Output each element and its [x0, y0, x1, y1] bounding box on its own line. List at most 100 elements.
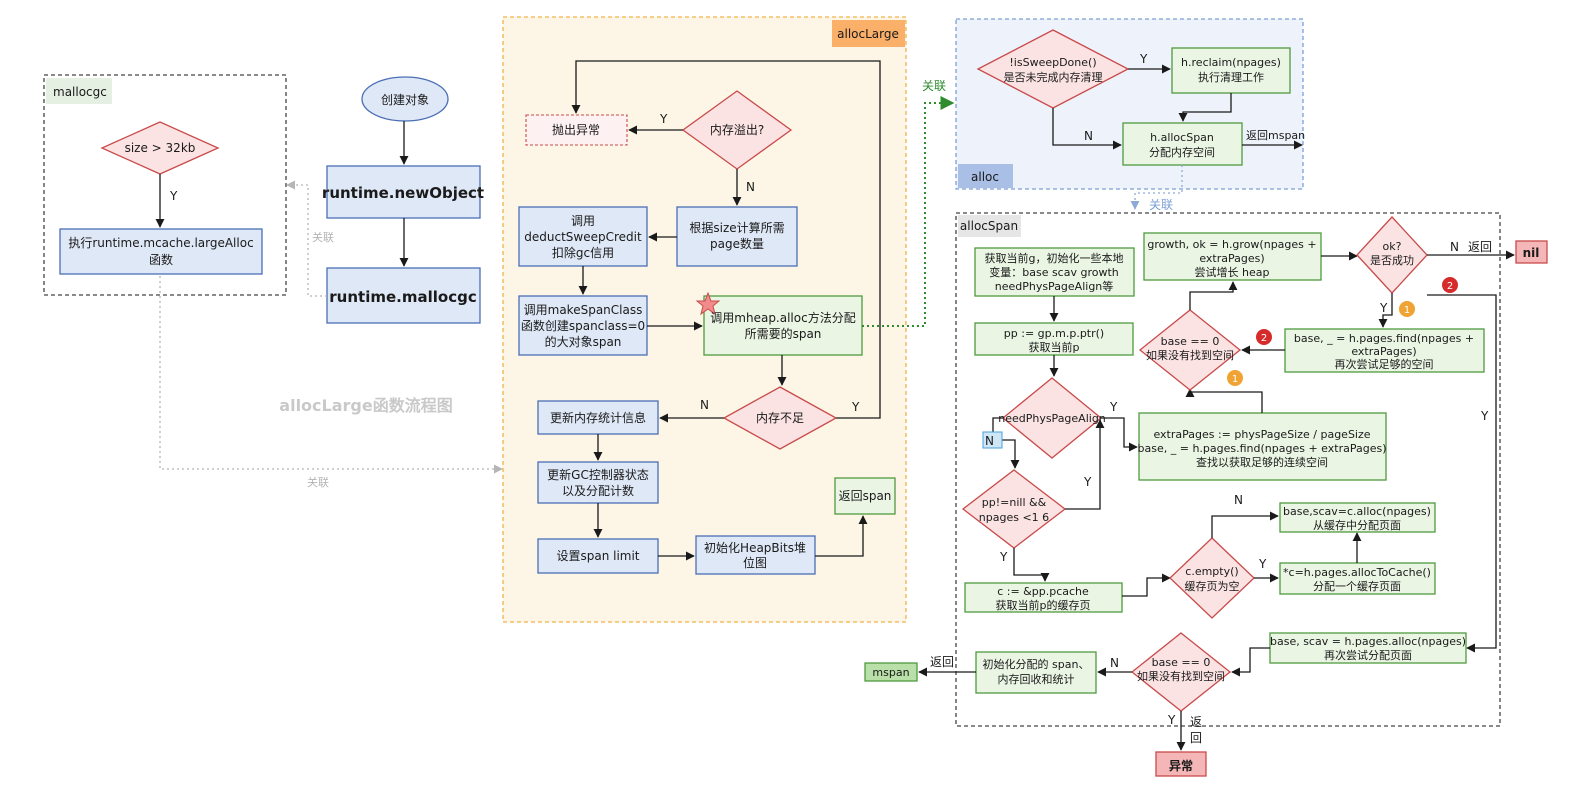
- reclaim-line1: h.reclaim(npages): [1181, 56, 1281, 69]
- pcache-to-empty-edge: [1122, 573, 1171, 597]
- alloclarge-panel-title: allocLarge: [837, 27, 899, 41]
- return-span-label: 返回span: [839, 489, 892, 503]
- calc-pages-line1: 根据size计算所需: [689, 220, 784, 235]
- get-g-box: [974, 247, 1135, 297]
- alloc-span-line2: 分配内存空间: [1149, 145, 1215, 159]
- return-mspan-label: 返回mspan: [1246, 129, 1305, 142]
- ok-line2: 是否成功: [1370, 254, 1414, 267]
- init-heapbits-line2: 位图: [743, 555, 767, 570]
- overflow-yes-label: Y: [659, 112, 668, 126]
- grow-line1: growth, ok = h.grow(npages +: [1147, 238, 1316, 251]
- new-object-box: [326, 165, 481, 219]
- alloc-link-edge: [862, 96, 955, 327]
- pp-nil-yes-edge: [1013, 548, 1050, 582]
- reclaim-box: [1171, 47, 1291, 94]
- make-span-class-line2: 函数创建spanclass=0: [521, 318, 645, 333]
- make-span-class-box: [518, 295, 648, 356]
- mem-short-label: 内存不足: [756, 411, 804, 425]
- ok-no-return-label: 返回: [1468, 240, 1492, 254]
- nil-box: [1515, 240, 1548, 264]
- grow-line3: 尝试增长 heap: [1195, 265, 1270, 279]
- get-g-line1: 获取当前g，初始化一些本地: [985, 251, 1124, 265]
- ok-line1: ok?: [1383, 240, 1402, 253]
- return-span-box: [834, 477, 896, 515]
- base-zero2-yes-label: Y: [1167, 713, 1176, 727]
- extra-pages-line2: base, _ = h.pages.find(npages + extraPag…: [1138, 442, 1387, 455]
- deduct-line3: 扣除gc信用: [552, 245, 614, 260]
- mheap-alloc-line1: 调用mheap.alloc方法分配: [710, 310, 855, 325]
- pp-nil-line2: npages <1 6: [979, 511, 1049, 524]
- reclaim-line2: 执行清理工作: [1198, 70, 1264, 84]
- extra-pages-line1: extraPages := physPageSize / pageSize: [1153, 428, 1370, 441]
- extra-pages-box: [1138, 412, 1387, 481]
- get-g-line3: needPhysPageAlign等: [995, 279, 1114, 293]
- extra-pages-line3: 查找以获取足够的连续空间: [1196, 455, 1328, 469]
- large-alloc-box: [59, 228, 263, 275]
- init-heapbits-line1: 初始化HeapBits堆: [704, 541, 806, 555]
- pages-alloc-to-basezero-edge: [1231, 647, 1270, 677]
- badge-2-upper: [1442, 277, 1458, 293]
- large-alloc-line2: 函数: [149, 252, 173, 267]
- get-g-line2: 变量：base scav growth: [989, 265, 1119, 279]
- ok-yes-label: Y: [1379, 301, 1388, 315]
- c-empty-line2: 缓存页为空: [1185, 579, 1240, 593]
- deduct-line1: 调用: [571, 214, 595, 228]
- init-span-box: [975, 651, 1097, 694]
- return-down-line1: 返: [1190, 715, 1202, 729]
- pages-alloc-line2: 再次尝试分配页面: [1324, 648, 1412, 662]
- find-again-line3: 再次尝试足够的空间: [1335, 357, 1434, 371]
- update-stats-box: [537, 400, 659, 435]
- find-again-box: [1284, 328, 1485, 373]
- basezero-to-grow-edge: [1189, 281, 1238, 310]
- throw-box: [525, 114, 628, 146]
- alloc-span-line1: h.allocSpan: [1150, 131, 1214, 144]
- sweep-no-edge: [1052, 108, 1122, 150]
- find-again-line1: base, _ = h.pages.find(npages +: [1294, 332, 1474, 345]
- c-empty-no-edge: [1211, 511, 1279, 538]
- c-empty-yes-label: Y: [1258, 557, 1267, 571]
- allocspan-link-label: 关联: [1149, 198, 1173, 212]
- largealloc-link-label: 关联: [307, 475, 329, 489]
- alloc-panel-tag: [958, 164, 1013, 188]
- mspan-box: [864, 662, 918, 682]
- heapbits-to-return-edge: [815, 515, 868, 557]
- base-zero2-no-label: N: [1110, 656, 1119, 670]
- pp-line2: 获取当前p: [1029, 340, 1080, 354]
- reclaim-to-allocspan-edge: [1178, 93, 1232, 122]
- allocspan-panel: [955, 212, 1501, 727]
- need-align-yes-label: Y: [1109, 400, 1118, 414]
- badge-2-middle: [1256, 329, 1272, 345]
- exception-label: 异常: [1169, 758, 1193, 773]
- size-check-label: size > 32kb: [125, 141, 196, 155]
- alloc-to-cache-line2: 分配一个缓存页面: [1313, 579, 1401, 593]
- base-zero-line1: base == 0: [1161, 335, 1220, 348]
- alloc-to-cache-line1: *c=h.pages.allocToCache(): [1283, 566, 1431, 579]
- c-pcache-line1: c := &pp.pcache: [997, 585, 1089, 598]
- sweep-line2: 是否未完成内存清理: [1004, 70, 1103, 84]
- star-icon: [695, 291, 721, 316]
- diagram-caption: allocLarge函数流程图: [279, 396, 452, 415]
- badge-1-upper-label: 1: [1404, 305, 1410, 316]
- init-to-mspan-label: 返回: [930, 655, 954, 669]
- mallocgc-panel-tag: [46, 78, 112, 104]
- init-span-line2: 内存回收和统计: [998, 672, 1075, 686]
- selection-handle[interactable]: [982, 431, 1003, 449]
- large-alloc-line1: 执行runtime.mcache.largeAlloc: [68, 236, 253, 250]
- need-align-no-label: N: [985, 434, 994, 448]
- sweep-line1: !isSweepDone(): [1009, 56, 1096, 69]
- deduct-box: [518, 206, 648, 267]
- badge-2-upper-label: 2: [1447, 281, 1453, 292]
- set-limit-box: [537, 538, 659, 574]
- nil-label: nil: [1523, 246, 1540, 260]
- set-limit-label: 设置span limit: [556, 549, 639, 563]
- ok-path2-label: Y: [1480, 409, 1489, 423]
- c-empty-diamond: [1169, 537, 1255, 619]
- mem-short-yes-label: Y: [851, 400, 860, 414]
- c-empty-line1: c.empty(): [1185, 565, 1238, 578]
- calc-pages-line2: page数量: [710, 236, 764, 251]
- extra-to-basezero-edge: [1185, 388, 1263, 413]
- c-empty-no-label: N: [1234, 493, 1243, 507]
- make-span-class-line1: 调用makeSpanClass: [524, 303, 643, 317]
